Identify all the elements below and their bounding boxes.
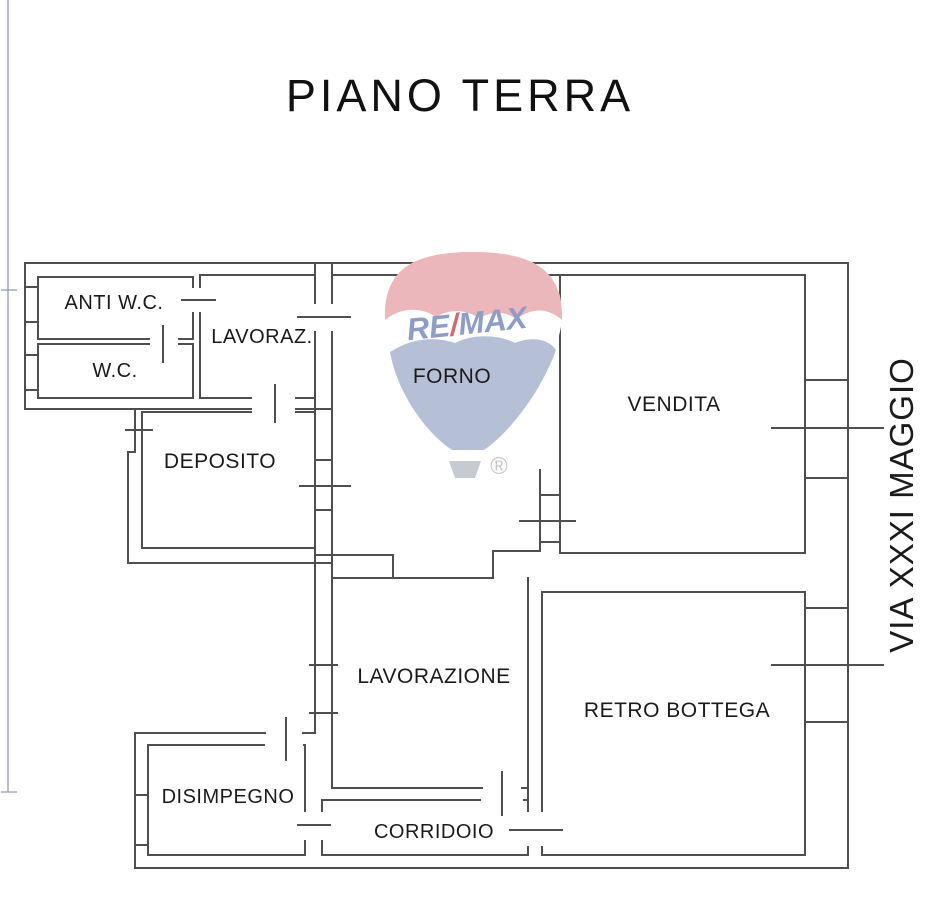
- remax-wordmark: RE/MAX: [405, 300, 531, 348]
- remax-balloon-watermark: RE/MAX ®: [384, 252, 563, 480]
- room-label-lavoraz: LAVORAZ.: [211, 326, 312, 348]
- balloon-basket: [449, 461, 481, 478]
- balloon-envelope-bottom: [390, 336, 556, 450]
- room-label-vendita: VENDITA: [628, 393, 721, 416]
- street-label: VIA XXXI MAGGIO: [883, 357, 920, 653]
- room-label-forno: FORNO: [413, 365, 491, 388]
- room-label-deposito: DEPOSITO: [164, 450, 276, 473]
- room-label-anti-wc: ANTI W.C.: [65, 292, 164, 314]
- room-vendita: [559, 274, 806, 554]
- room-label-wc: W.C.: [92, 360, 137, 382]
- room-label-disimpegno: DISIMPEGNO: [162, 786, 295, 808]
- room-label-retro-bottega: RETRO BOTTEGA: [584, 699, 770, 722]
- door-ticks: [162, 299, 563, 831]
- room-disimpegno: [147, 744, 306, 856]
- room-wc: [37, 343, 194, 399]
- room-label-corridoio: CORRIDOIO: [374, 821, 494, 843]
- room-labels: ANTI W.C. W.C. LAVORAZ. FORNO VENDITA DE…: [65, 292, 770, 843]
- registered-mark: ®: [490, 453, 508, 480]
- room-deposito: [141, 411, 316, 549]
- left-boundary-line: [1, 0, 17, 793]
- room-label-lavorazione: LAVORAZIONE: [357, 665, 510, 688]
- balloon-envelope-top: [384, 252, 563, 320]
- window-symbols: [24, 286, 884, 846]
- room-retro-bottega: [541, 591, 806, 856]
- page-title: PIANO TERRA: [286, 70, 634, 121]
